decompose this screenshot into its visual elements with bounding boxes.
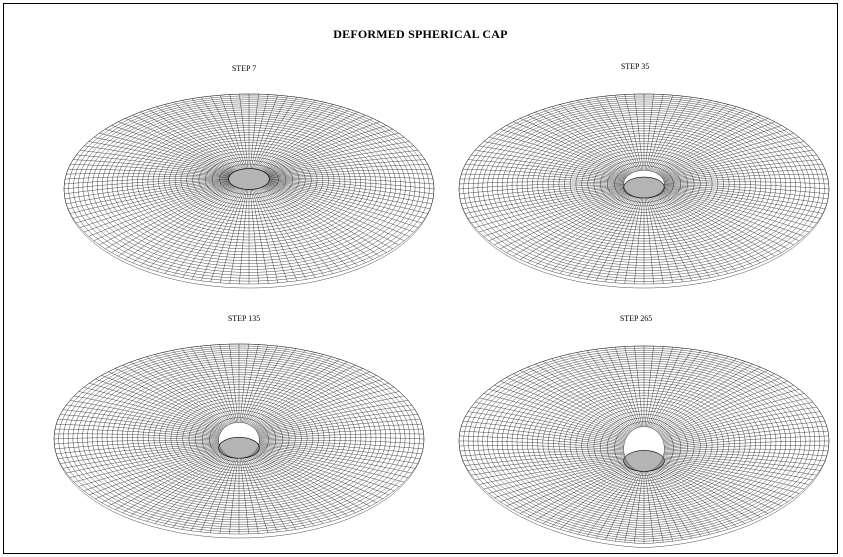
cap-center-hub [623, 176, 665, 199]
mesh-plot-step-265 [458, 345, 830, 548]
mesh-lines [63, 93, 435, 289]
panel-label-step-135: STEP 135 [227, 314, 261, 323]
cap-center-hub [218, 437, 260, 459]
panel-label-step-35: STEP 35 [620, 62, 650, 71]
cap-center-hub [228, 168, 270, 190]
mesh-lines [458, 93, 830, 289]
panel-label-step-265: STEP 265 [619, 314, 653, 323]
mesh-plot-step-7 [63, 93, 435, 289]
mesh-plot-step-35 [458, 93, 830, 289]
panel-label-step-7: STEP 7 [231, 64, 257, 73]
cap-center-hub [623, 450, 665, 472]
mesh-plot-step-135 [53, 343, 425, 539]
figure-frame: DEFORMED SPHERICAL CAP STEP 7 STEP 35 ST… [3, 3, 838, 554]
mesh-lines [53, 343, 425, 539]
mesh-lines [458, 345, 830, 548]
figure-title: DEFORMED SPHERICAL CAP [333, 27, 508, 41]
